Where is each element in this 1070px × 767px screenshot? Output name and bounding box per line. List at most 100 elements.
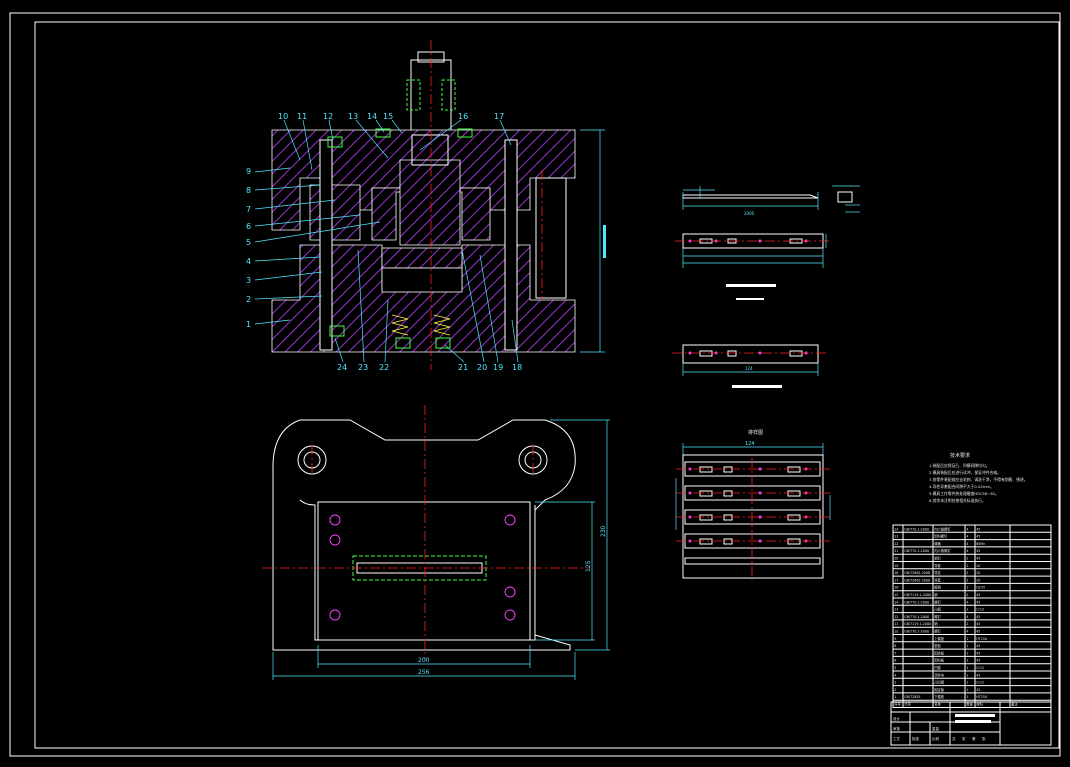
- bom-cell: 20: [976, 564, 980, 568]
- bom-cell: 22: [894, 542, 898, 546]
- strip-layout: 排样图 124: [675, 429, 831, 580]
- bom-cell: 1: [966, 666, 968, 670]
- part-num-18: 18: [512, 363, 522, 372]
- bom-cell: 21: [894, 549, 898, 553]
- bom-cell: 45: [976, 593, 980, 597]
- bom-cell: 4: [966, 535, 968, 539]
- part-num-8: 8: [246, 186, 251, 195]
- bom-cell: 4: [966, 600, 968, 604]
- bom-cell: 1: [966, 695, 968, 699]
- part-num-11: 11: [297, 112, 307, 121]
- strip-length: 124: [745, 366, 753, 371]
- bom-cell: 螺钉: [934, 614, 941, 619]
- bom-cell: 45: [976, 549, 980, 553]
- bom-cell: 4: [966, 527, 968, 531]
- tech-note-6: 6.其余未注明处按相关标准执行。: [929, 498, 986, 503]
- bom-cell: 1: [966, 651, 968, 655]
- bom-cell: 4: [966, 549, 968, 553]
- bom-cell: 螺钉: [934, 599, 941, 604]
- bom-cell: 12: [894, 615, 898, 619]
- tb-label-process: 工艺: [893, 736, 901, 741]
- part-top-view-1: [675, 233, 830, 300]
- bom-cell: 2: [966, 622, 968, 626]
- tech-note-3: 3.各零件装配前应去毛刺、清洗干净，不得有划痕、锈迹。: [929, 477, 1028, 482]
- part-num-9: 9: [246, 167, 251, 176]
- inner-frame: [34, 21, 1060, 749]
- part-side-view: 2000: [682, 185, 860, 216]
- bom-cell: 顶件块: [934, 672, 945, 677]
- part-num-5: 5: [246, 238, 251, 247]
- bom-cell: 24: [894, 527, 898, 531]
- dim-outer-width: 256: [418, 669, 430, 676]
- dim-height-inner: 125: [585, 560, 592, 572]
- bom-cell: 3: [894, 681, 896, 685]
- part-num-13: 13: [348, 112, 358, 121]
- bom-cell: GB/T119.1-2000: [904, 593, 931, 597]
- bom-cell: 1: [966, 586, 968, 590]
- part-num-15: 15: [383, 112, 393, 121]
- part-top-view-2: 124: [672, 344, 828, 388]
- tech-note-1: 1.装配后应保证凸、凹模间隙均匀。: [929, 463, 990, 468]
- bom-cell: 1: [966, 608, 968, 612]
- bom-cell: 导套: [934, 563, 941, 568]
- bom-cell: 10: [894, 630, 898, 634]
- layout-title: 排样图: [748, 429, 763, 436]
- part-num-19: 19: [493, 363, 503, 372]
- bom-header-cell: 名称: [934, 702, 941, 707]
- tb-label-approve: 批准: [912, 736, 920, 741]
- bom-cell: 1: [966, 673, 968, 677]
- bom-cell: 2: [966, 564, 968, 568]
- title-block: 设计 审核 工艺 批准 比例 共 张 第 张 重量: [890, 701, 1052, 746]
- plan-view: 200 256 230 125: [262, 405, 610, 680]
- bom-cell: 4: [966, 542, 968, 546]
- bom-cell: HT250: [976, 695, 987, 699]
- tb-label-total: 共: [952, 736, 956, 741]
- bom-cell: 下模座: [934, 694, 945, 699]
- bom-cell: 17: [894, 578, 898, 582]
- bom-cell: 20: [976, 571, 980, 575]
- bom-cell: 1: [894, 695, 896, 699]
- bom-cell: 2: [966, 593, 968, 597]
- bom-cell: 2: [894, 688, 896, 692]
- bom-cell: Cr12: [976, 608, 984, 612]
- bom-cell: 45: [976, 615, 980, 619]
- bom-cell: 固定板: [934, 687, 945, 692]
- bom-cell: 45: [976, 630, 980, 634]
- bom-cell: 45: [976, 651, 980, 655]
- bom-cell: 2: [966, 571, 968, 575]
- bom-frame: [892, 524, 1052, 708]
- bom-cell: 2: [966, 557, 968, 561]
- bom-cell: GB/T70.1-2000: [904, 600, 929, 604]
- bom-cell: 8: [894, 644, 896, 648]
- bom-cell: 卸料板: [934, 658, 945, 663]
- bom-cell: 销: [934, 592, 938, 597]
- bom-cell: 卸料螺钉: [934, 534, 948, 539]
- bom-cell: 13: [894, 608, 898, 612]
- bom-cell: GB/T2861-2008: [904, 578, 930, 582]
- bom-cell: 16: [894, 586, 898, 590]
- part-num-2: 2: [246, 295, 251, 304]
- bom-cell: 2: [966, 578, 968, 582]
- tech-note-5: 5.模具工作零件热处理硬度HRC58~62。: [929, 491, 999, 496]
- bom-cell: GB/T70.1-2000: [904, 615, 929, 619]
- part-num-7: 7: [246, 205, 251, 214]
- tb-label-sheet1: 张: [962, 736, 966, 741]
- bom-cell: 15: [894, 593, 898, 597]
- bom-cell: 11: [894, 622, 898, 626]
- bom-cell: 1: [966, 644, 968, 648]
- bom-cell: 45: [976, 600, 980, 604]
- bom-cell: 45: [976, 535, 980, 539]
- bom-cell: 6: [894, 659, 896, 663]
- bom-cell: 1: [966, 681, 968, 685]
- bom-header-cell: 代号: [904, 702, 911, 707]
- part-num-3: 3: [246, 276, 251, 285]
- part-num-6: 6: [246, 222, 251, 231]
- part-num-10: 10: [278, 112, 288, 121]
- bom-cell: 固定板: [934, 650, 945, 655]
- part-num-4: 4: [246, 257, 251, 266]
- bom-cell: 凹模: [934, 665, 941, 670]
- bom-cell: 18: [894, 571, 898, 575]
- bom-cell: 65Mn: [976, 542, 985, 546]
- tb-label-review: 审核: [893, 726, 901, 731]
